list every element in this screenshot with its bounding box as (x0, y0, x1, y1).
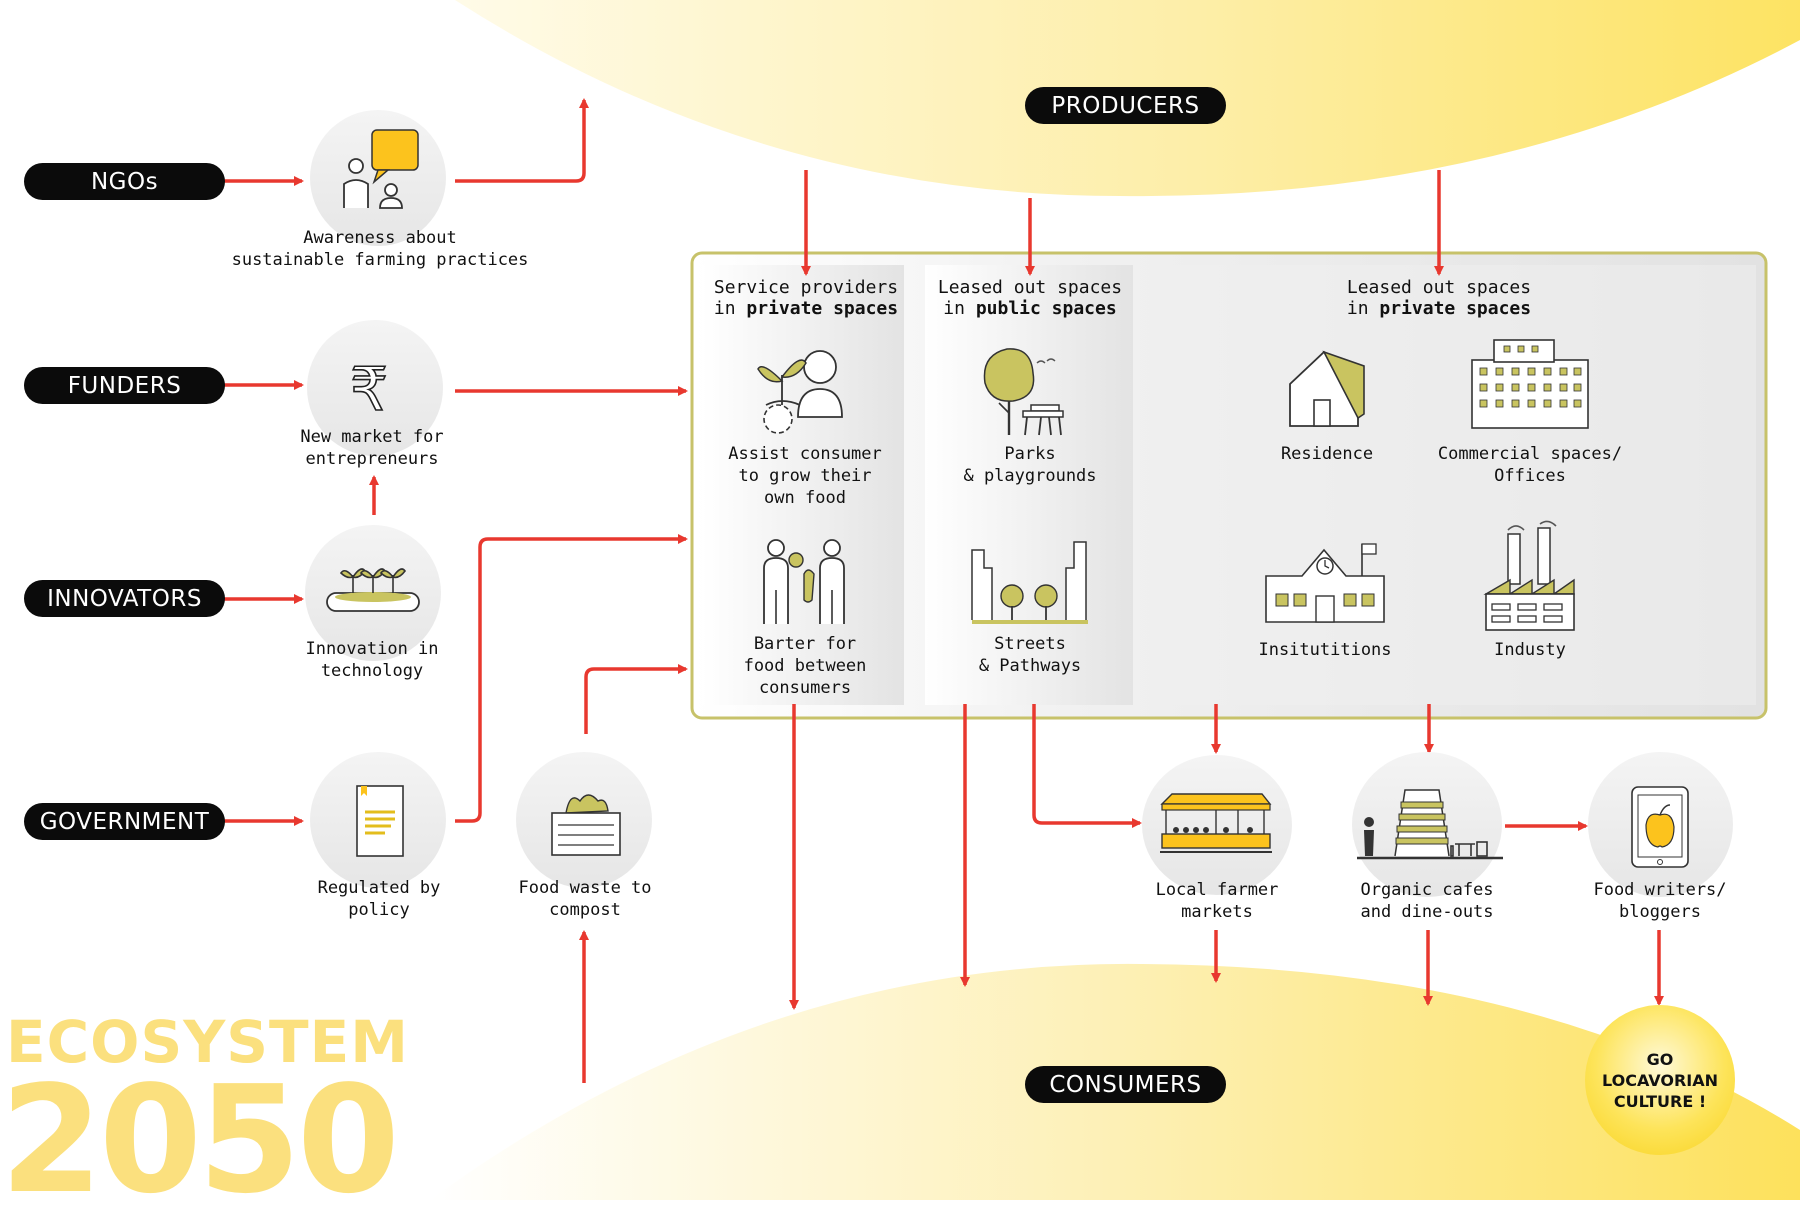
actor-government: GOVERNMENT (24, 803, 225, 840)
header-private-spaces: Leased out spaces in private spaces (1346, 277, 1532, 319)
tablet-apple-icon (1631, 786, 1689, 868)
compost-crate-icon (551, 794, 621, 856)
policy-document-icon (356, 785, 404, 857)
institution-icon (1265, 543, 1385, 623)
assist-caption: Assist consumer to grow their own food (728, 444, 882, 508)
barter-caption: Barter for food between consumers (743, 634, 867, 698)
markets-caption: Local farmer markets (1155, 880, 1279, 922)
locavorian-callout: GO LOCAVORIAN CULTURE ! (1585, 1005, 1735, 1155)
industry-caption: Industy (1494, 640, 1566, 660)
plant-hand-icon (757, 350, 843, 434)
innovation-caption: Innovation in technology (305, 639, 439, 681)
cafe-icon (1357, 789, 1503, 860)
consumers-label: CONSUMERS (1025, 1066, 1226, 1103)
header-public-spaces: Leased out spaces in public spaces (937, 277, 1123, 319)
market-stall-icon (1160, 793, 1272, 853)
office-building-icon (1471, 339, 1589, 429)
street-trees-icon (971, 541, 1088, 624)
actor-ngos: NGOs (24, 163, 225, 200)
compost-caption: Food waste to compost (518, 878, 652, 920)
ecosystem-title: ECOSYSTEM (6, 1008, 409, 1076)
commercial-caption: Commercial spaces/ Offices (1437, 444, 1623, 486)
writers-caption: Food writers/ bloggers (1593, 880, 1727, 922)
locavorian-callout-text: GO LOCAVORIAN CULTURE ! (1601, 1049, 1718, 1111)
streets-caption: Streets & Pathways (978, 634, 1082, 676)
awareness-caption: Awareness about sustainable farming prac… (231, 228, 529, 270)
seedling-tray-icon (326, 568, 420, 612)
producers-label: PRODUCERS (1025, 87, 1226, 124)
institutions-caption: Insitutitions (1258, 640, 1392, 660)
actor-innovators: INNOVATORS (24, 580, 225, 617)
residence-caption: Residence (1280, 444, 1374, 464)
factory-icon (1483, 520, 1575, 631)
speech-icon (343, 129, 419, 209)
house-icon (1289, 350, 1365, 427)
actor-funders: FUNDERS (24, 367, 225, 404)
parks-caption: Parks & playgrounds (963, 444, 1097, 486)
barter-icon (763, 539, 845, 624)
policy-caption: Regulated by policy (317, 878, 441, 920)
markets-node (1142, 755, 1292, 895)
cafes-caption: Organic cafes and dine-outs (1360, 880, 1494, 922)
market-caption: New market for entrepreneurs (300, 427, 444, 469)
header-service-providers: Service providers in private spaces (713, 277, 899, 319)
rupee-icon: ₹ (349, 354, 389, 426)
year-title: 2050 (0, 1054, 400, 1226)
tree-bench-icon (983, 348, 1064, 436)
market-node (307, 320, 443, 456)
